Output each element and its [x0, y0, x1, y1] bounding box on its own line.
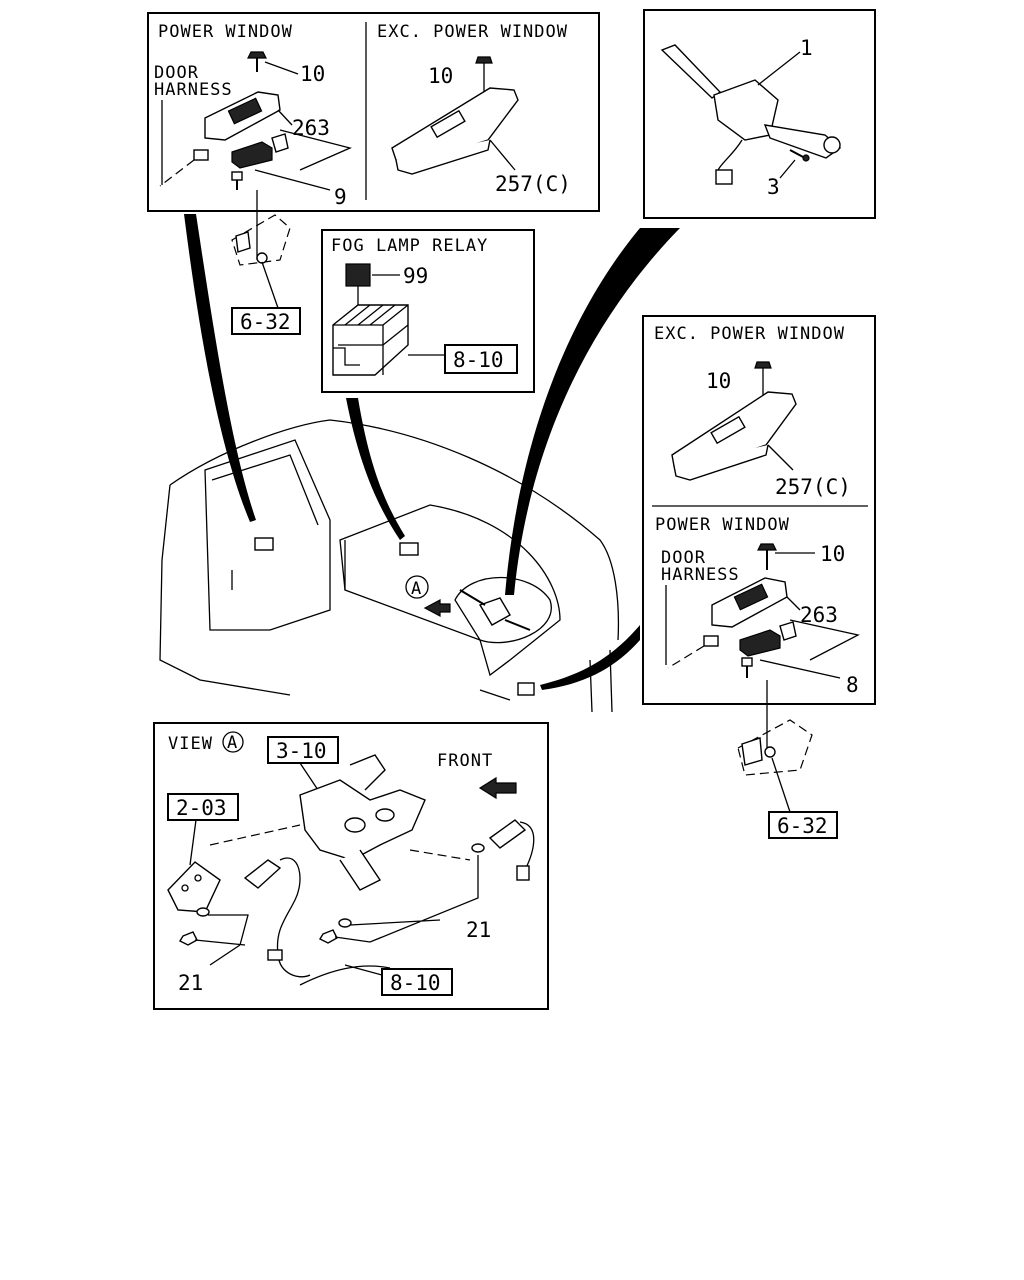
door-bracket: [231, 214, 291, 266]
front-label: FRONT: [437, 751, 493, 771]
title-exc-power-window: EXC. POWER WINDOW: [654, 324, 845, 344]
callout-3: 3: [767, 175, 780, 199]
view-marker: A: [227, 733, 238, 753]
switch-connector: [231, 133, 289, 169]
panel-view-a: VIEW A FRONT 3-10 2-03: [153, 722, 549, 1010]
switch-connector: [739, 621, 797, 657]
right-door-switch-location: [517, 682, 535, 696]
ref-box-6-32-left: [231, 307, 301, 335]
leader-line: [264, 61, 299, 75]
panel-frame: [321, 229, 535, 393]
ref-8-10-view: 8-10: [390, 971, 441, 995]
label-door: DOOR: [661, 548, 706, 568]
callout-10: 10: [300, 62, 325, 86]
combination-switch-location: [459, 589, 531, 631]
callout-10: 10: [820, 542, 845, 566]
ref-box-8-10-fog: [444, 344, 518, 374]
armrest-trim-257c: [671, 391, 797, 481]
leader-swoosh: [505, 228, 680, 595]
callout-21-right: 21: [466, 918, 491, 942]
nut-washer: [179, 843, 485, 946]
power-window-switch: [204, 91, 281, 141]
callout-10: 10: [428, 64, 453, 88]
panel-frame: [642, 315, 876, 705]
ref-3-10: 3-10: [276, 739, 327, 763]
door-bracket: [737, 719, 813, 776]
view-marker-circle: [405, 575, 429, 599]
label-harness: HARNESS: [154, 80, 233, 100]
harness-plug: [159, 149, 209, 187]
leader-swoosh: [184, 214, 256, 522]
mount-screw: [231, 171, 243, 190]
armrest-trim-257c: [391, 87, 519, 175]
callout-9: 9: [334, 185, 347, 209]
door-switch-location: [254, 537, 274, 551]
ref-box-6-32-right: [768, 811, 838, 839]
fog-relay-location: [399, 542, 419, 556]
ref-8-10-fog: 8-10: [453, 348, 504, 372]
combination-switch: [660, 44, 842, 185]
view-marker-circle: [222, 731, 244, 753]
callout-263: 263: [292, 116, 330, 140]
leader-swoosh: [346, 398, 405, 540]
callout-10: 10: [706, 369, 731, 393]
view-arrow-icon: [423, 599, 451, 617]
ref-6-32-left: 6-32: [240, 310, 291, 334]
switch-sensor-left: [243, 857, 311, 978]
callout-21-left: 21: [178, 971, 203, 995]
panel-power-window-right: EXC. POWER WINDOW 10 257(C) POWER WINDOW…: [642, 315, 876, 705]
mounting-bracket: [299, 754, 426, 891]
title-power-window: POWER WINDOW: [655, 515, 790, 535]
title-power-window: POWER WINDOW: [158, 22, 293, 42]
screw-part: [757, 543, 777, 570]
view-marker: A: [411, 579, 422, 599]
panel-power-window-left: POWER WINDOW DOOR HARNESS 10 263 9: [147, 12, 600, 212]
plate-part: [167, 861, 221, 913]
title-fog-lamp-relay: FOG LAMP RELAY: [331, 236, 488, 256]
label-harness: HARNESS: [661, 565, 740, 585]
switch-sensor-right: [488, 819, 535, 881]
panel-frame: [147, 12, 600, 212]
callout-8: 8: [846, 673, 859, 697]
panel-combination-switch: 1 3: [643, 9, 876, 219]
view-title: VIEW: [168, 734, 213, 754]
ref-6-32-right: 6-32: [777, 814, 828, 838]
mount-screw: [741, 657, 753, 678]
panel-fog-lamp-relay: FOG LAMP RELAY 99 8-10: [321, 229, 535, 393]
relay-block: [332, 304, 409, 376]
screw-part: [247, 51, 267, 72]
leader-swoosh: [540, 625, 640, 690]
callout-257c: 257(C): [495, 172, 571, 196]
label-door: DOOR: [154, 63, 199, 83]
power-window-switch: [711, 577, 788, 628]
vehicle-interior: A: [159, 419, 620, 713]
callout-99: 99: [403, 264, 428, 288]
ref-2-03: 2-03: [176, 796, 227, 820]
front-arrow-icon: [478, 776, 517, 800]
callout-257c: 257(C): [775, 475, 851, 499]
ref-box-8-10-view: [381, 968, 453, 996]
fog-lamp-relay: [345, 263, 371, 287]
switch-screw: [789, 149, 810, 162]
callout-1: 1: [800, 36, 813, 60]
ref-box-2-03: [167, 793, 239, 821]
harness-plug: [667, 635, 719, 669]
panel-frame: [153, 722, 549, 1010]
panel-frame: [643, 9, 876, 219]
ref-box-3-10: [267, 736, 339, 764]
title-exc-power-window: EXC. POWER WINDOW: [377, 22, 568, 42]
